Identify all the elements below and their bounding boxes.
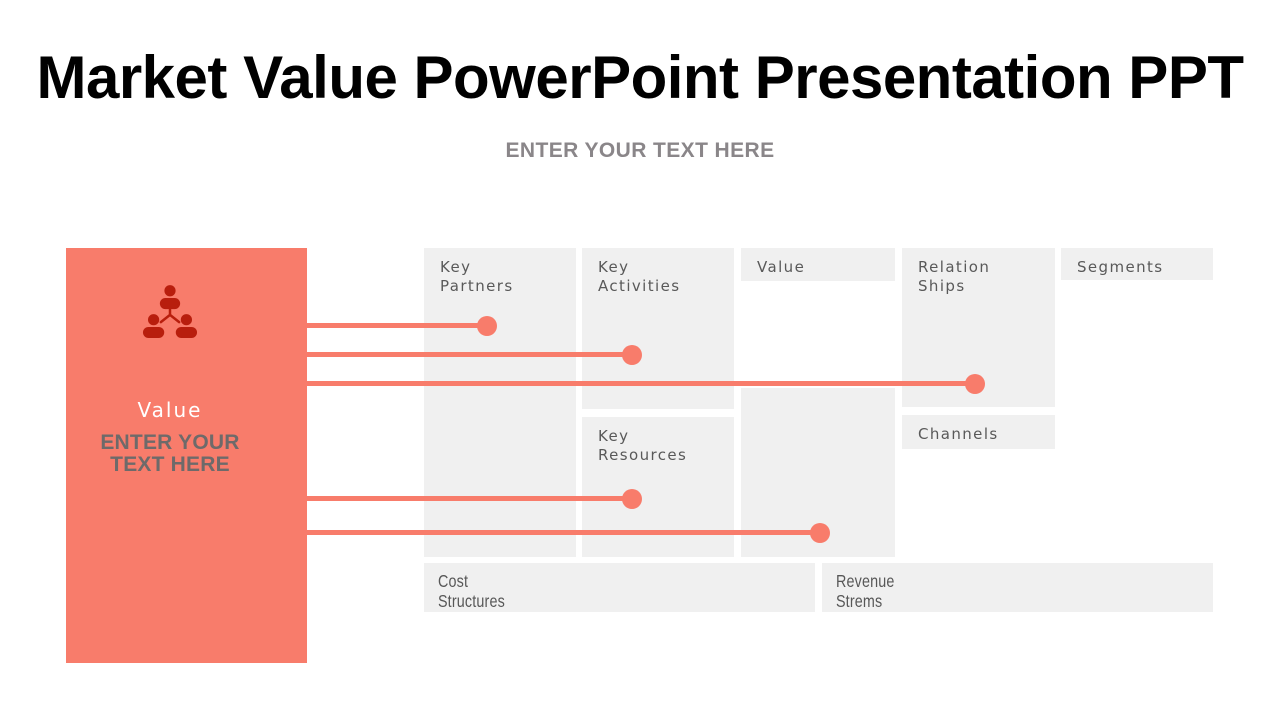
canvas-box-channels[interactable]: Channels	[902, 415, 1055, 449]
connector-dot	[810, 522, 830, 543]
box-label: Key Resources	[598, 427, 688, 464]
connector-to-key-activities	[307, 344, 642, 365]
box-label	[741, 388, 895, 398]
slide-title[interactable]: Market Value PowerPoint Presentation PPT	[36, 44, 1244, 111]
value-card-heading: Value	[137, 398, 203, 422]
value-card-text-placeholder[interactable]: ENTER YOUR TEXT HERE	[100, 431, 240, 476]
connector-dot	[477, 315, 497, 336]
subtitle-text-placeholder[interactable]: ENTER YOUR TEXT HERE	[505, 139, 775, 162]
box-label: Value	[757, 258, 806, 276]
canvas-box-value[interactable]: Value	[741, 248, 895, 281]
box-label: Channels	[918, 425, 999, 443]
box-label: Revenue Strems	[835, 571, 895, 611]
value-card[interactable]: Value ENTER YOUR TEXT HERE	[66, 248, 307, 663]
canvas-box-segments[interactable]: Segments	[1061, 248, 1213, 280]
canvas-box-key-partners[interactable]: Key Partners	[424, 248, 576, 557]
connector-dot	[965, 373, 985, 394]
canvas-box-cost-structures[interactable]: Cost Structures	[424, 563, 815, 612]
connector-to-relation-ships	[307, 373, 985, 394]
canvas-box-key-resources[interactable]: Key Resources	[582, 417, 734, 557]
box-label: Cost Structures	[437, 571, 505, 611]
box-label: Key Activities	[598, 258, 681, 295]
connector-dot	[622, 488, 642, 509]
canvas-box-revenue-strems[interactable]: Revenue Strems	[822, 563, 1213, 612]
connector-to-key-partners	[307, 315, 497, 336]
box-label: Key Partners	[440, 258, 514, 295]
box-label: Relation Ships	[918, 258, 991, 295]
box-label: Segments	[1077, 258, 1164, 276]
team-hierarchy-icon	[66, 284, 274, 344]
connector-dot	[622, 344, 642, 365]
connector-to-key-resources	[307, 488, 642, 509]
connector-to-value-body	[307, 522, 830, 543]
